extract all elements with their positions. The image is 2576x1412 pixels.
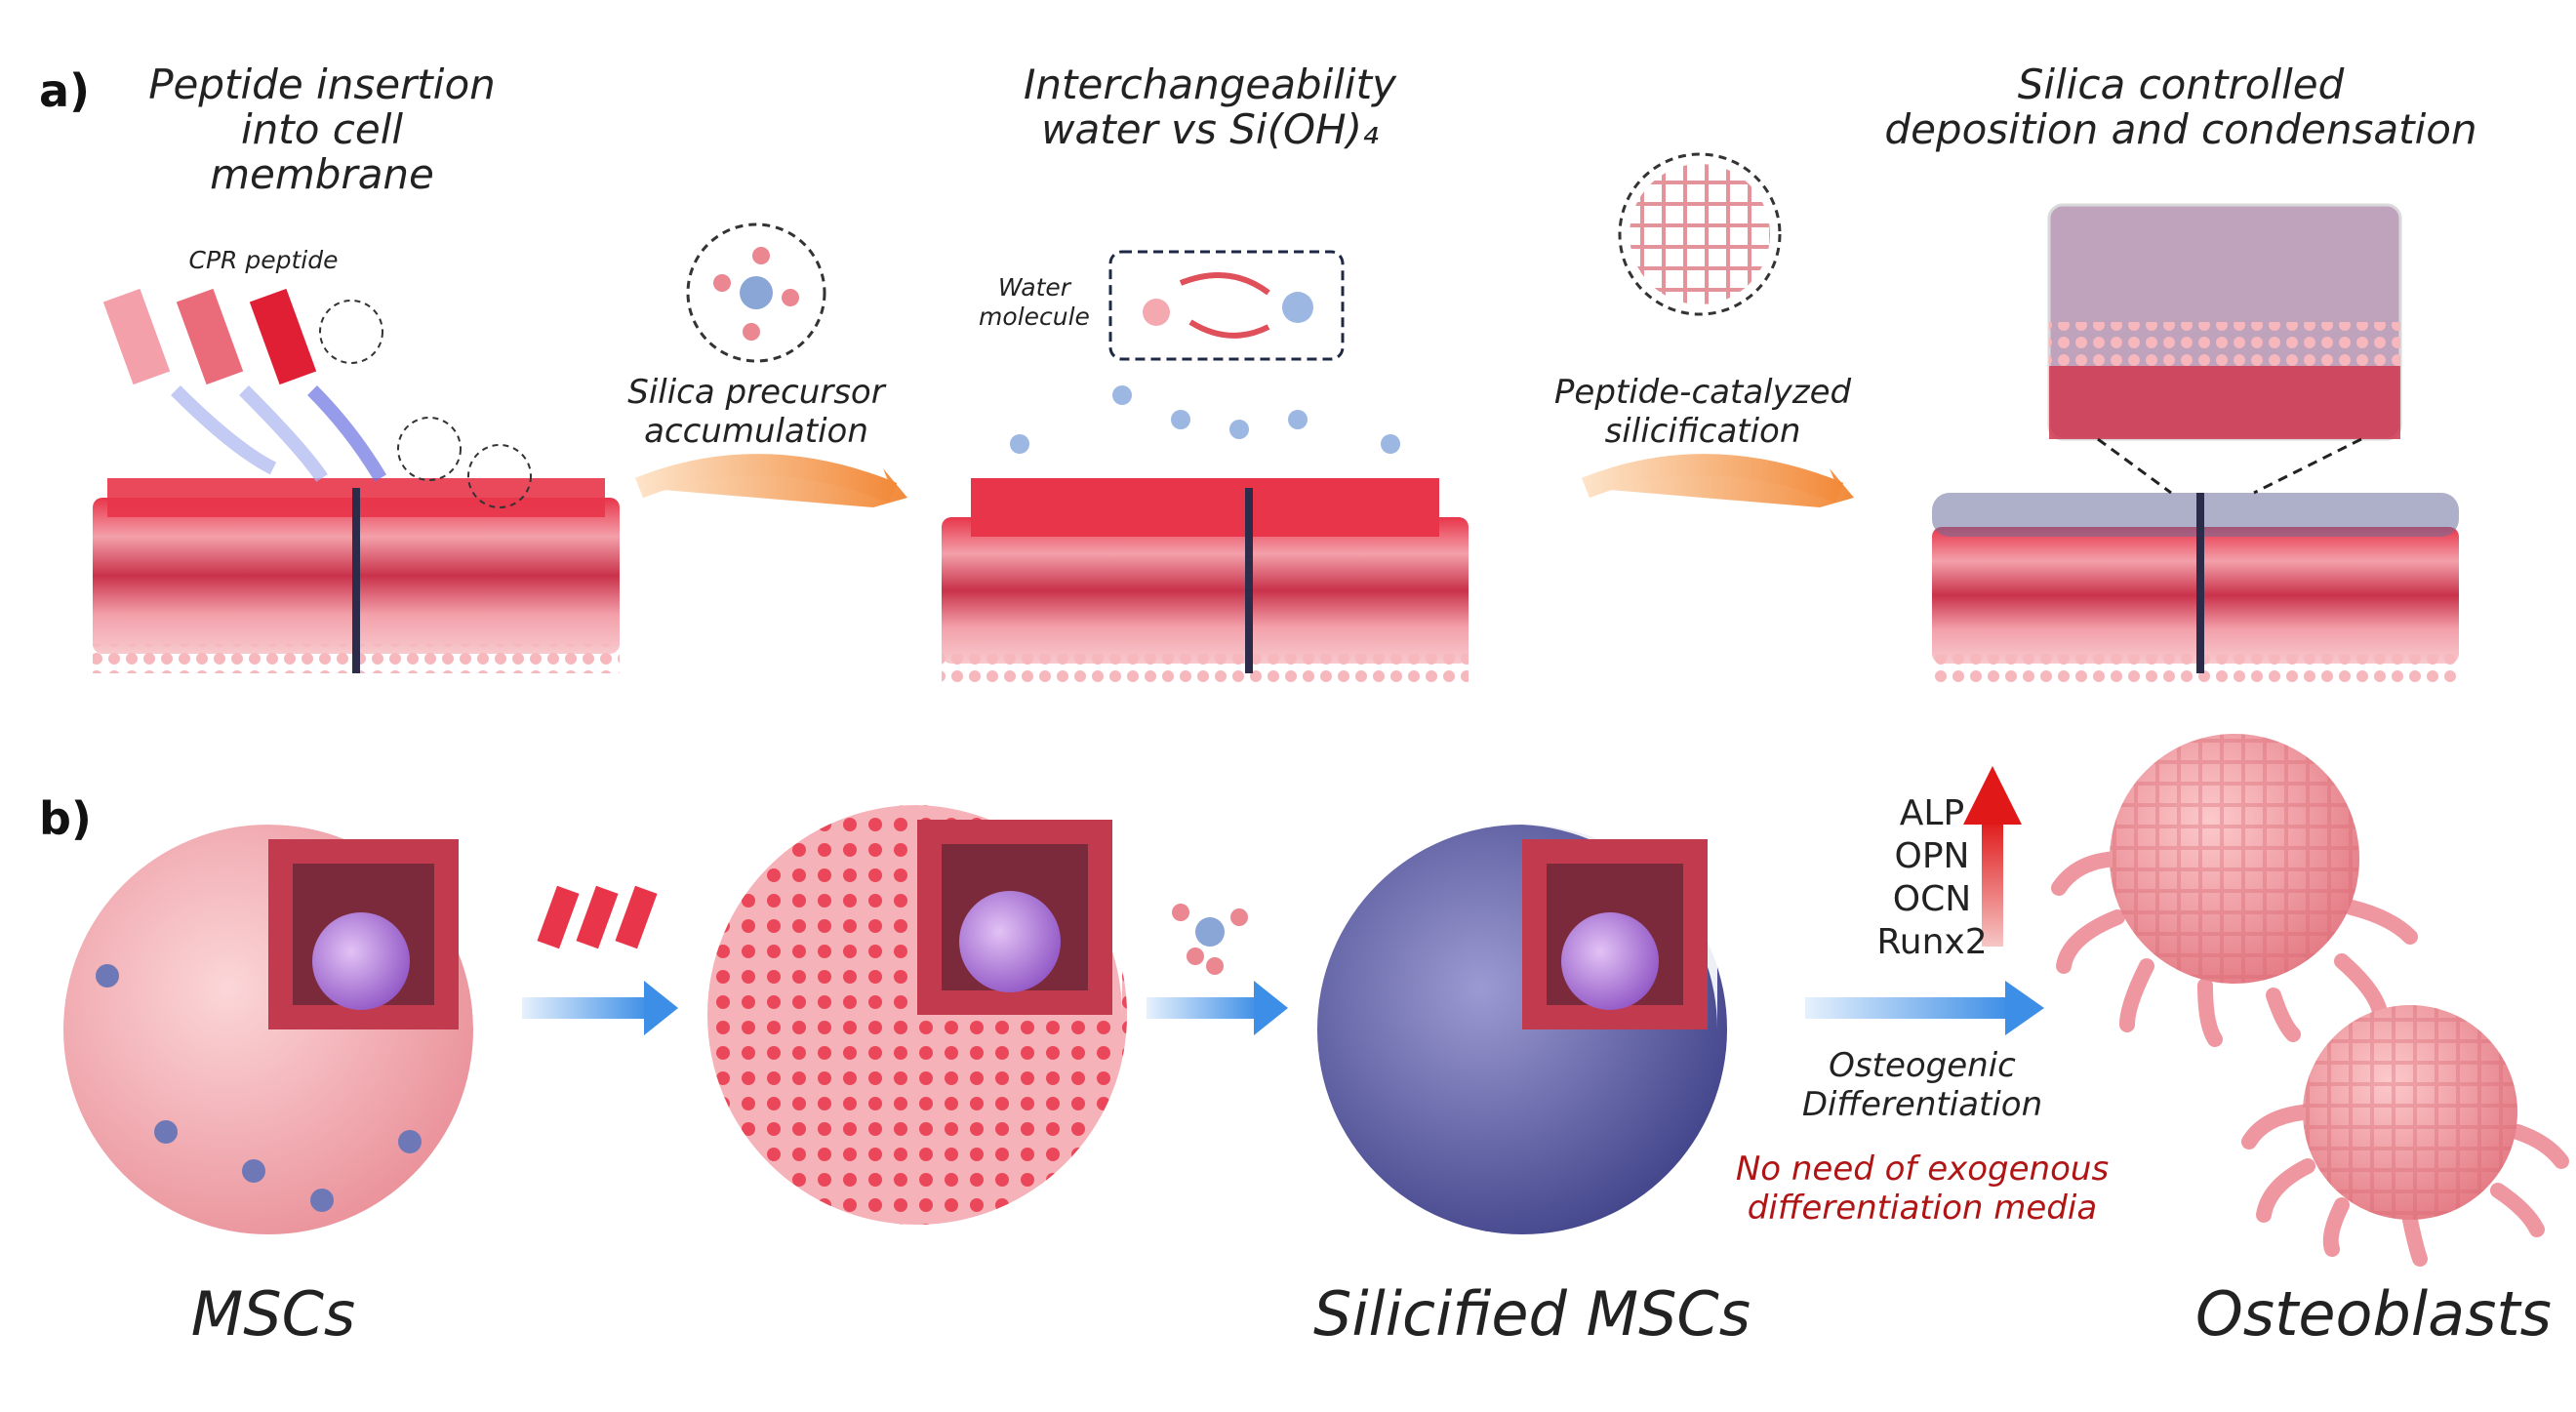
silicified-msc-label: Silicified MSCs xyxy=(1312,1278,1751,1350)
peptide-icons xyxy=(537,885,658,949)
differentiation-arrow xyxy=(1805,997,2010,1019)
cpr-peptide-label: CPR peptide xyxy=(188,246,339,274)
panel-a-letter: a) xyxy=(39,64,91,117)
msc-label: MSCs xyxy=(190,1278,356,1350)
silica-precursor-icon xyxy=(686,222,826,363)
membrane-stage-2 xyxy=(942,250,1469,683)
silica-network-icon xyxy=(1618,152,1782,316)
upregulation-arrow xyxy=(1982,820,2003,947)
peptide-coated-cell xyxy=(707,805,1127,1225)
osteoblast-label: Osteoblasts xyxy=(2195,1278,2552,1350)
arrow-to-silicified-cell xyxy=(1147,997,1259,1019)
arrow-to-peptide-cell xyxy=(522,997,649,1019)
osteoblast-2 xyxy=(2241,1005,2569,1267)
silica-precursor-small-icon xyxy=(1172,904,1248,975)
osteoblast-1 xyxy=(2051,734,2418,1047)
msc-cell xyxy=(63,825,473,1234)
silicified-cell xyxy=(1317,825,1727,1234)
panel-b-letter: b) xyxy=(39,792,92,845)
membrane-stage-1 xyxy=(93,288,620,673)
membrane-stage-3 xyxy=(1932,203,2459,683)
